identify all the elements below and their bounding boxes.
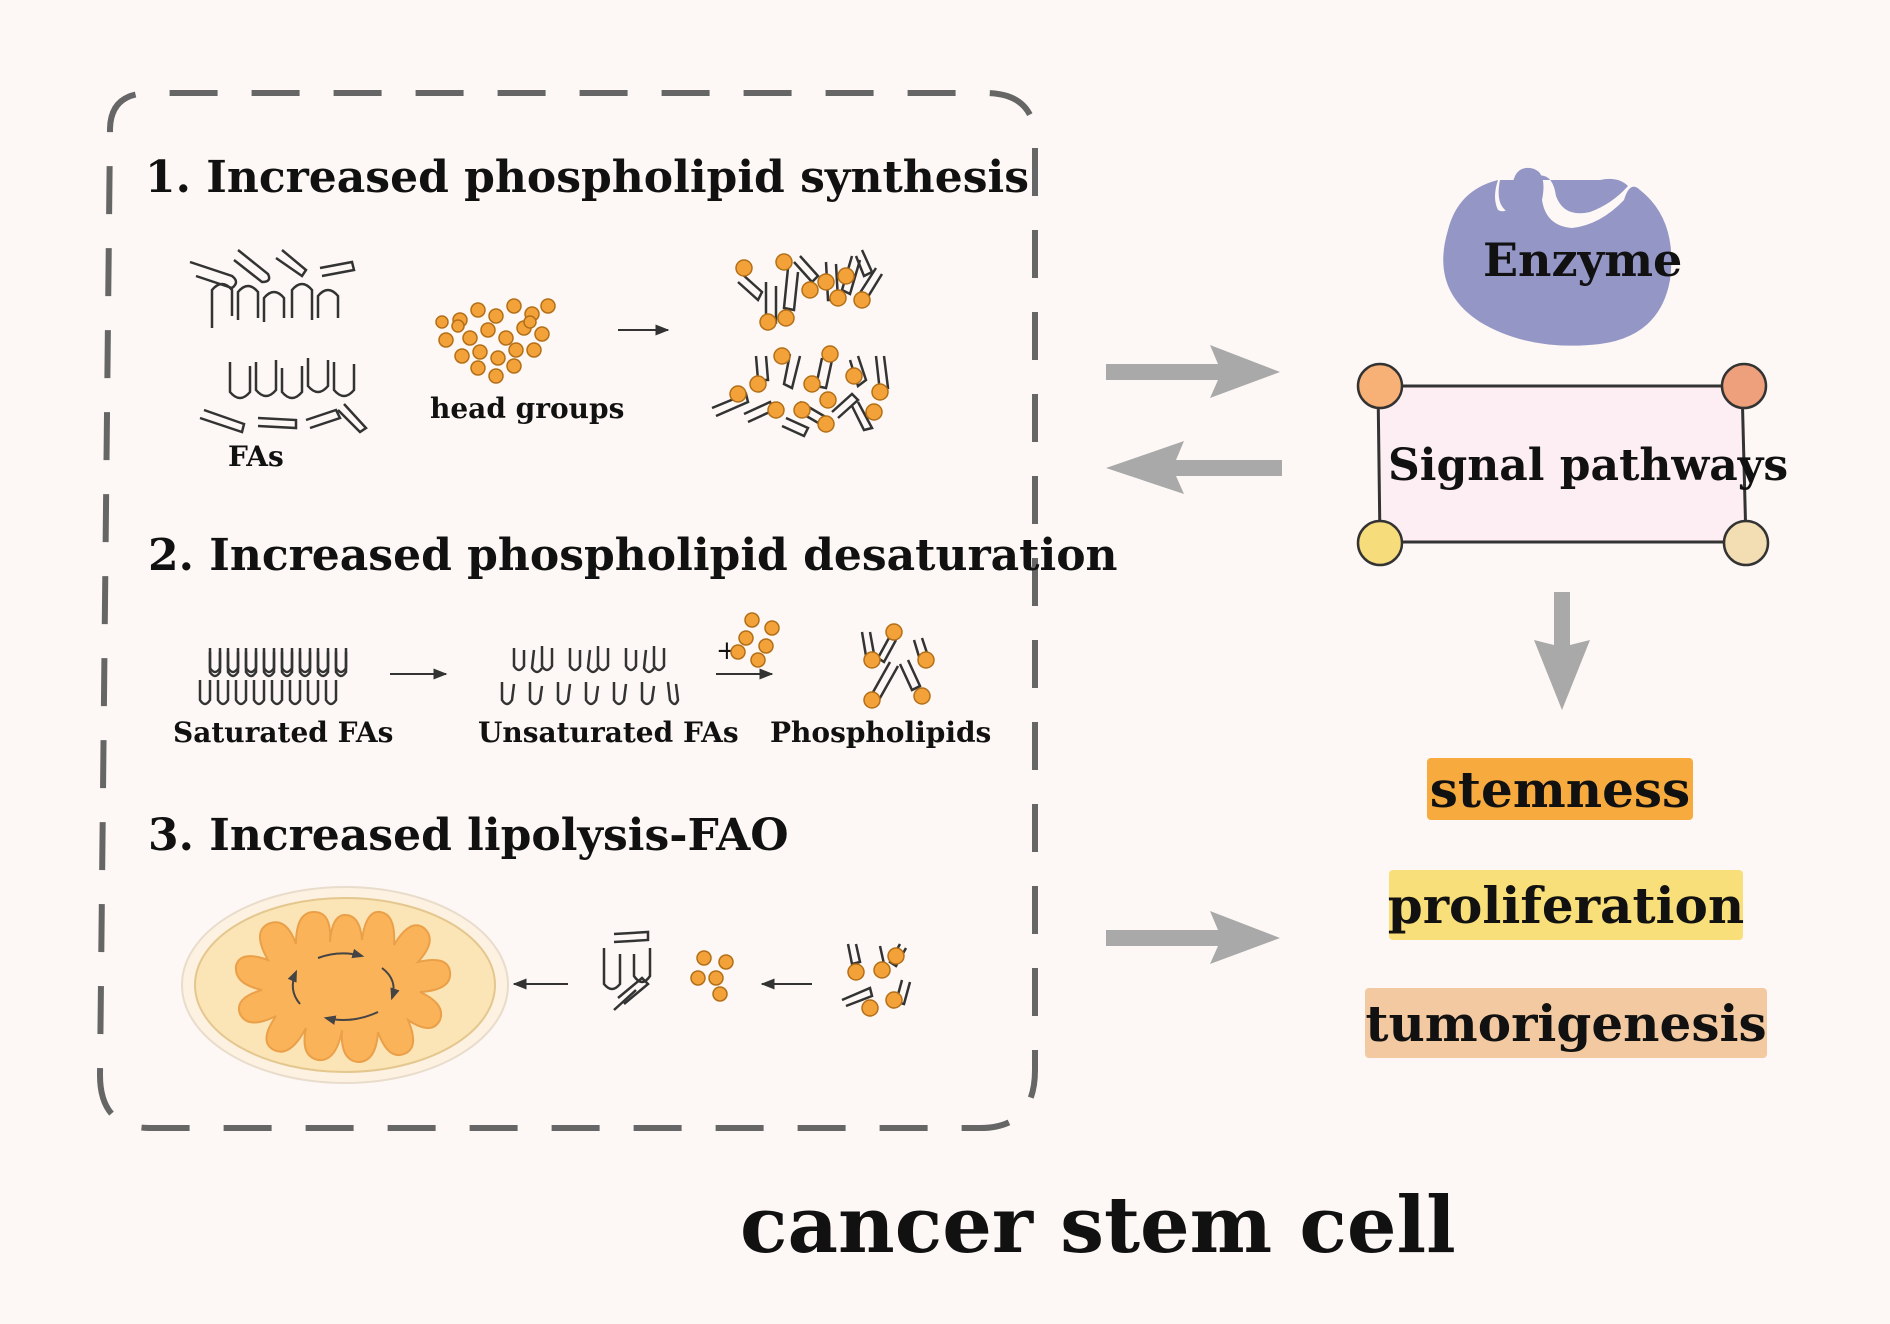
section2-phospholipids bbox=[860, 623, 935, 709]
head-group-dots bbox=[435, 298, 556, 384]
footer-title: cancer stem cell bbox=[740, 1180, 1456, 1271]
signal-corners bbox=[1356, 362, 1770, 567]
phospholipid-cluster-top bbox=[735, 249, 884, 331]
section-3-title: 3. Increased lipolysis-FAO bbox=[148, 810, 789, 861]
fa-cluster-bottom bbox=[199, 358, 368, 434]
fas-label: FAs bbox=[228, 440, 284, 473]
section-1-title: 1. Increased phospholipid synthesis bbox=[145, 152, 1030, 203]
big-arrows bbox=[1106, 345, 1590, 964]
enzyme-shape bbox=[1443, 167, 1672, 346]
unsaturated-fa-rows bbox=[500, 646, 680, 706]
section-2-title: 2. Increased phospholipid desaturation bbox=[148, 530, 1118, 581]
arrow-down bbox=[1534, 592, 1590, 710]
signal-pathways-label: Signal pathways bbox=[1388, 440, 1789, 491]
phospholipids-label: Phospholipids bbox=[770, 716, 992, 749]
fa-cluster-top bbox=[189, 249, 356, 328]
desat-head-dots bbox=[730, 612, 780, 668]
arrow-to-signal bbox=[1106, 345, 1280, 398]
outcome-stemness: stemness bbox=[1427, 758, 1693, 820]
outcome-proliferation: proliferation bbox=[1388, 870, 1744, 940]
enzyme-label: Enzyme bbox=[1483, 233, 1683, 287]
released-fas bbox=[602, 930, 652, 1011]
tca-cycle-arrows bbox=[287, 948, 400, 1025]
saturated-fa-rows bbox=[198, 648, 348, 706]
saturated-fas-label: Saturated FAs bbox=[173, 716, 394, 749]
arrow-from-signal bbox=[1106, 441, 1282, 494]
outcome-tumorigenesis: tumorigenesis bbox=[1365, 988, 1767, 1058]
phospholipid-cluster-bottom bbox=[711, 345, 890, 438]
section3-phospholipids bbox=[841, 943, 912, 1017]
arrow-to-outcomes-lower bbox=[1106, 911, 1280, 964]
released-head-dots bbox=[690, 950, 734, 1002]
head-groups-label: head groups bbox=[430, 392, 625, 425]
unsaturated-fas-label: Unsaturated FAs bbox=[478, 716, 739, 749]
plus-sign: + bbox=[716, 636, 738, 666]
mitochondrion bbox=[181, 886, 509, 1084]
